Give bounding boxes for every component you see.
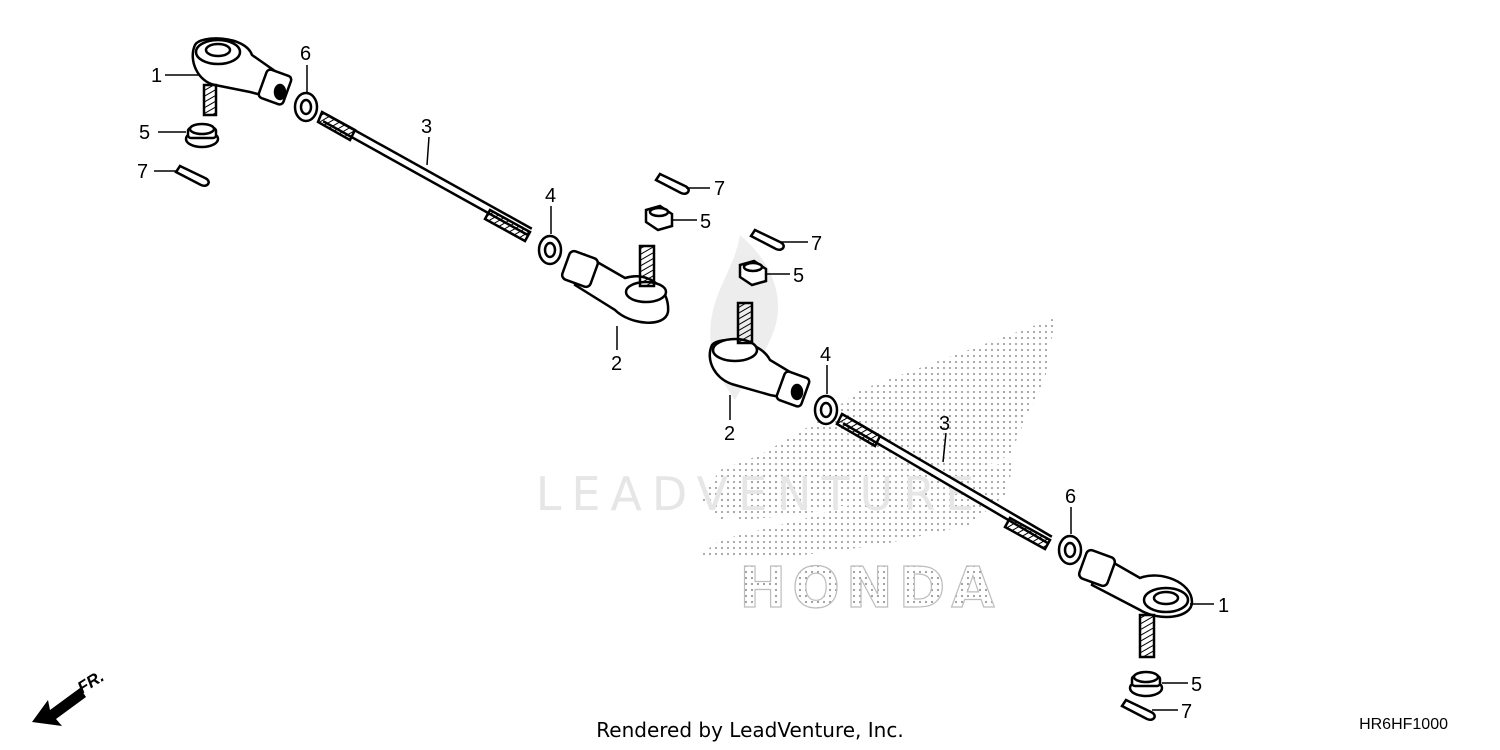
callout-7-lower: 7 — [1181, 701, 1192, 723]
callout-7-upper: 7 — [137, 161, 148, 183]
cotter-pin-part-7-lower — [1120, 698, 1156, 721]
callout-labels: 1 6 5 7 3 4 7 5 7 5 2 4 2 3 6 1 5 7 — [137, 43, 1229, 723]
callout-1-lower: 1 — [1218, 595, 1229, 617]
svg-text:LEADVENTURE: LEADVENTURE — [536, 467, 985, 521]
tie-rod-part-3-lower — [835, 412, 1053, 551]
callout-5-upper: 5 — [139, 122, 150, 144]
nut-part-5-lower-mid — [738, 259, 768, 287]
castle-nut-part-5-lower — [1128, 670, 1164, 698]
leadventure-watermark: LEADVENTURE — [536, 467, 985, 521]
cotter-pin-part-7-upper — [174, 164, 210, 187]
callout-2-upper: 2 — [611, 353, 622, 375]
tie-rod-end-part-2-lower — [708, 301, 811, 408]
callout-7-upper-mid: 7 — [714, 178, 725, 200]
callout-5-lower-mid: 5 — [793, 265, 804, 287]
callout-6-lower: 6 — [1065, 486, 1076, 508]
tie-rod-end-part-1-upper — [191, 37, 293, 117]
callout-4-upper: 4 — [545, 185, 556, 207]
cotter-pin-part-7-upper-mid — [654, 172, 690, 195]
lock-nut-part-6-lower — [1057, 534, 1083, 566]
cotter-pin-part-7-lower-mid — [749, 228, 785, 251]
lock-nut-part-4-upper — [537, 234, 563, 266]
tie-rod-end-part-1-lower — [1077, 548, 1194, 659]
tie-rod-end-part-2-upper — [560, 244, 670, 324]
callout-1-upper: 1 — [151, 65, 162, 87]
nut-part-5-upper-mid — [644, 204, 674, 232]
honda-logo-watermark: HONDA — [739, 555, 1000, 621]
tie-rod-part-3-upper — [316, 110, 533, 243]
callout-7-lower-mid: 7 — [811, 233, 822, 255]
lock-nut-part-4-lower — [813, 394, 839, 426]
rendered-by-credit: Rendered by LeadVenture, Inc. — [596, 718, 904, 742]
lock-nut-part-6-upper — [293, 91, 319, 123]
callout-5-lower: 5 — [1191, 674, 1202, 696]
castle-nut-part-5-upper — [184, 122, 220, 149]
callout-4-lower: 4 — [820, 344, 831, 366]
svg-text:HONDA: HONDA — [739, 556, 1000, 621]
callout-6-upper: 6 — [300, 43, 311, 65]
leader-lines — [154, 65, 1214, 711]
diagram-code: HR6HF1000 — [1359, 716, 1448, 733]
callout-3-upper: 3 — [421, 116, 432, 138]
callout-5-upper-mid: 5 — [700, 211, 711, 233]
callout-3-lower: 3 — [939, 413, 950, 435]
callout-2-lower: 2 — [724, 423, 735, 445]
